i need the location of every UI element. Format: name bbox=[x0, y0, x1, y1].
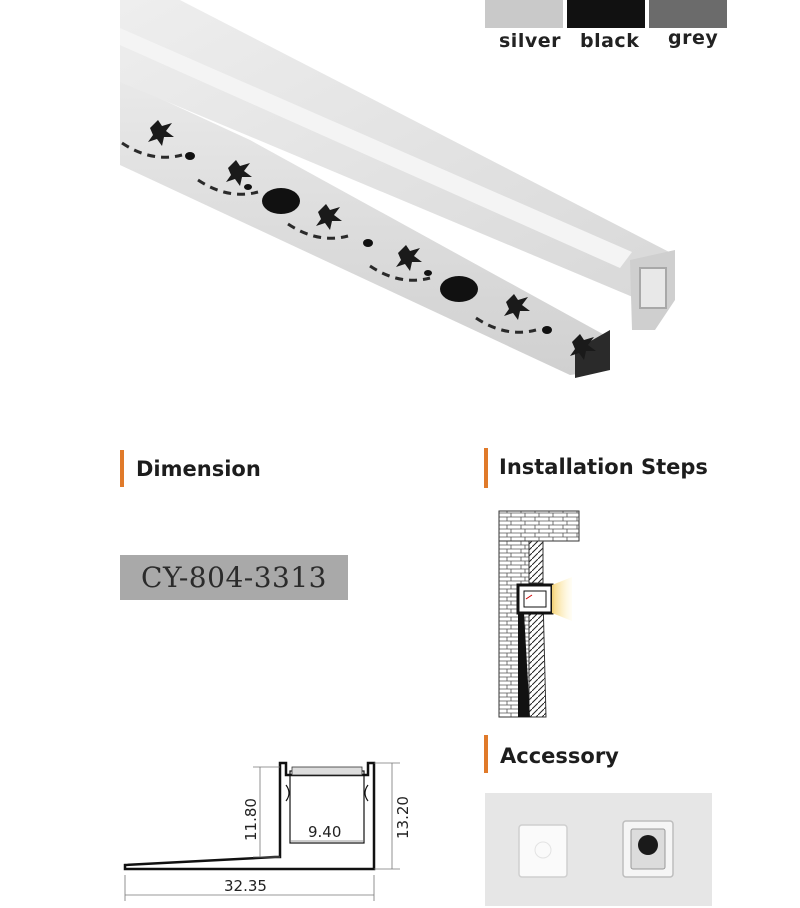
installation-heading-bar bbox=[484, 448, 488, 488]
accessory-image bbox=[485, 793, 712, 906]
model-code: CY-804-3313 bbox=[120, 555, 348, 600]
swatch-label-grey: grey bbox=[668, 27, 719, 49]
dim-outer-height: 13.20 bbox=[394, 796, 412, 839]
swatch-grey[interactable] bbox=[649, 0, 727, 28]
installation-diagram bbox=[498, 510, 580, 718]
profile-photo bbox=[120, 0, 675, 378]
dimension-drawing: 11.80 9.40 13.20 32.35 bbox=[123, 761, 412, 901]
swatch-label-silver: silver bbox=[499, 30, 561, 52]
accessory-heading: Accessory bbox=[500, 744, 619, 768]
swatch-label-black: black bbox=[580, 30, 640, 52]
dim-inner-width: 9.40 bbox=[308, 823, 341, 841]
dim-inner-height: 11.80 bbox=[242, 798, 260, 841]
installation-heading: Installation Steps bbox=[499, 455, 708, 479]
accessory-heading-bar bbox=[484, 735, 488, 773]
swatch-silver[interactable] bbox=[485, 0, 563, 28]
dimension-heading-bar bbox=[120, 450, 124, 487]
swatch-black[interactable] bbox=[567, 0, 645, 28]
dimension-heading: Dimension bbox=[136, 457, 261, 481]
dim-total-width: 32.35 bbox=[224, 877, 267, 895]
